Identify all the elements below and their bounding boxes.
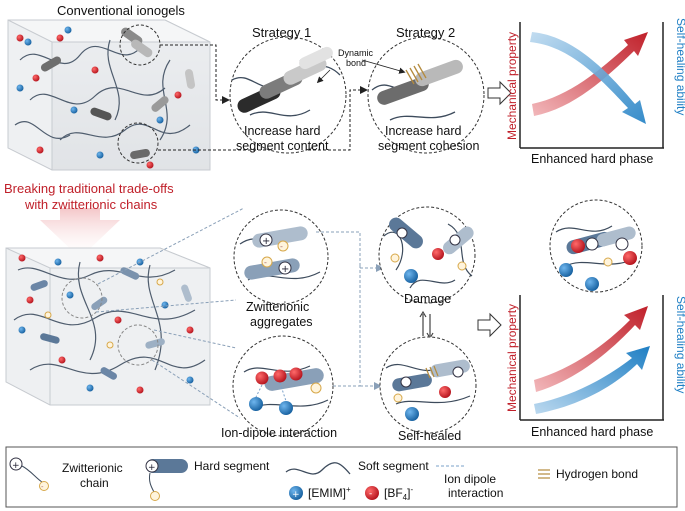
- top-selfhealing-arrow: [530, 32, 646, 124]
- top-ylabel-left: Mechanical property: [505, 32, 519, 140]
- svg-text:+: +: [148, 463, 156, 473]
- ion-dipole-label: Ion-dipole interaction: [221, 426, 337, 440]
- self-healed-label: Self-healed: [398, 429, 461, 443]
- bf4-ion-icon: [365, 486, 379, 500]
- dynamic-bond-label-2: bond: [346, 58, 366, 68]
- dynamic-bond-pointer-2: [316, 69, 331, 84]
- svg-text:+: +: [262, 236, 270, 247]
- legend-hydrogen-bond: Hydrogen bond: [556, 467, 638, 481]
- svg-text:-: -: [369, 489, 372, 499]
- top-xlabel: Enhanced hard phase: [531, 152, 653, 166]
- bottom-selfhealing-arrow: [534, 346, 650, 414]
- connector-vertical: [333, 266, 361, 387]
- banner-line2: with zwitterionic chains: [24, 197, 158, 212]
- strategy1-title: Strategy 1: [252, 25, 311, 40]
- hollow-arrow-bottom: [477, 312, 502, 338]
- strategy2-caption-2: segment cohesion: [378, 139, 480, 153]
- connector-strategy2: [158, 86, 368, 151]
- connector-damage: [316, 231, 384, 272]
- banner-line1: Breaking traditional trade-offs: [4, 181, 174, 196]
- hollow-arrow-top: [487, 80, 512, 106]
- aggregates-label-1: Zwitterionic: [246, 300, 309, 314]
- legend-emim: [EMIM]+: [308, 485, 351, 500]
- conventional-ionogels-title: Conventional ionogels: [57, 3, 185, 18]
- banner-arrow: [40, 208, 120, 258]
- bottom-ylabel-right: Self-healing ability: [674, 296, 685, 393]
- aggregates-label-2: aggregates: [250, 315, 313, 329]
- bottom-xlabel: Enhanced hard phase: [531, 425, 653, 439]
- soft-segment-icon: [285, 462, 351, 475]
- top-mechanical-arrow: [532, 32, 648, 116]
- bottom-plot: [519, 295, 664, 421]
- damage-circle: [378, 206, 476, 304]
- legend-soft-segment: Soft segment: [358, 459, 429, 473]
- legend-bf4: [BF4]-: [384, 485, 413, 502]
- top-plot: [519, 22, 664, 149]
- zwitterionic-ionogel-box: [5, 247, 211, 406]
- strategy1-circle: [229, 36, 347, 154]
- strategy1-caption-1: Increase hard: [244, 124, 320, 138]
- strategy2-circle: [367, 36, 485, 154]
- bottom-ylabel-left: Mechanical property: [505, 304, 519, 412]
- guide-lines: [95, 207, 245, 419]
- dynamic-bond-label-1: Dynamic: [338, 48, 374, 58]
- svg-text:+: +: [281, 264, 289, 275]
- emim-ion-icon: [289, 486, 303, 500]
- top-ylabel-right: Self-healing ability: [674, 18, 685, 115]
- strategy2-caption-1: Increase hard: [385, 124, 461, 138]
- zwitterionic-aggregates-circle: + + - -: [233, 209, 329, 305]
- bottom-mechanical-arrow: [534, 306, 648, 392]
- svg-text:-: -: [41, 483, 44, 491]
- equilibrium-arrows: [419, 310, 434, 340]
- svg-text:+: +: [292, 490, 300, 500]
- zwitterionic-chain-icon: + -: [9, 457, 49, 491]
- self-healed-circle: [379, 336, 477, 434]
- conventional-ionogel-box: [7, 19, 211, 171]
- strategy2-title: Strategy 2: [396, 25, 455, 40]
- hydrogen-bond-icon: [538, 469, 550, 479]
- strategy1-caption-2: segment content: [236, 139, 329, 153]
- svg-text:-: -: [264, 258, 267, 267]
- legend: + - + + -: [5, 446, 678, 508]
- ion-dipole-circle: [232, 335, 334, 437]
- dynamic-bond-pointer: [361, 59, 406, 74]
- damage-label: Damage: [404, 292, 451, 306]
- hard-segment-icon: +: [145, 459, 188, 501]
- svg-text:+: +: [12, 461, 20, 471]
- legend-hard-segment: Hard segment: [194, 459, 270, 473]
- svg-text:-: -: [280, 242, 283, 251]
- legend-ion-dipole-1: Ion dipole: [444, 472, 496, 486]
- legend-zwitterionic-1: Zwitterionic: [62, 461, 123, 475]
- enhanced-detail-circle: [549, 199, 643, 293]
- legend-zwitterionic-2: chain: [80, 476, 109, 490]
- connector-strategy1: [160, 44, 230, 104]
- legend-ion-dipole-2: interaction: [448, 486, 503, 500]
